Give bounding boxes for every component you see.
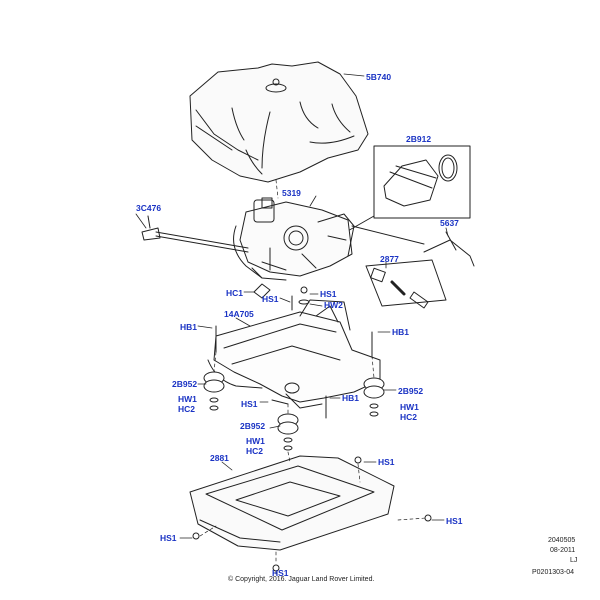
- label-washer-a[interactable]: HW2: [324, 300, 343, 310]
- label-screw-a[interactable]: HS1: [262, 294, 279, 304]
- label-clip[interactable]: HC1: [226, 288, 244, 298]
- label-screw-tray-rr[interactable]: HS1: [446, 516, 463, 526]
- label-bolt-right[interactable]: HB1: [392, 327, 410, 337]
- mount-left: [203, 371, 225, 411]
- diagram-date: 08-2011: [550, 547, 576, 554]
- label-screw-mid[interactable]: HS1: [241, 399, 258, 409]
- label-pump[interactable]: 5319: [282, 188, 301, 198]
- compressor-hose-inset: [345, 145, 471, 233]
- label-tray[interactable]: 2881: [210, 453, 229, 463]
- label-bolt-left[interactable]: HB1: [180, 322, 198, 332]
- label-screw-tray-l[interactable]: HS1: [160, 533, 177, 543]
- label-mount-right[interactable]: 2B952: [398, 386, 424, 396]
- bracket-assembly: [207, 299, 381, 409]
- label-screw-tray-r[interactable]: HS1: [378, 457, 395, 467]
- valve-inset: [365, 259, 447, 309]
- page-code: P0201303-04: [532, 569, 575, 576]
- label-bracket[interactable]: 14A705: [224, 309, 254, 319]
- label-clip-right[interactable]: HC2: [400, 412, 418, 422]
- model-code: LJ: [570, 557, 578, 564]
- mount-lower: [277, 413, 299, 451]
- cover-part: [189, 61, 369, 183]
- label-washer-left[interactable]: HW1: [178, 394, 197, 404]
- label-clip-left[interactable]: HC2: [178, 404, 196, 414]
- mount-right: [363, 377, 385, 417]
- label-fitting-left[interactable]: 3C476: [136, 203, 162, 213]
- label-washer-right[interactable]: HW1: [400, 402, 419, 412]
- label-bolt-mid[interactable]: HB1: [342, 393, 360, 403]
- reference-number: 2040505: [548, 537, 576, 544]
- label-mount-left[interactable]: 2B952: [172, 379, 198, 389]
- label-clip-lower[interactable]: HC2: [246, 446, 264, 456]
- label-cover[interactable]: 5B740: [366, 72, 392, 82]
- label-pin[interactable]: 5637: [440, 218, 459, 228]
- label-screw-b[interactable]: HS1: [320, 289, 337, 299]
- label-mount-lower[interactable]: 2B952: [240, 421, 266, 431]
- label-screw-tray-b[interactable]: HS1: [272, 568, 289, 578]
- label-valve[interactable]: 2877: [380, 254, 399, 264]
- copyright-text: © Copyright, 2016. Jaguar Land Rover Lim…: [228, 576, 375, 583]
- tray-part: [189, 455, 432, 572]
- label-compressor-hose[interactable]: 2B912: [406, 134, 432, 144]
- pump-assembly: [233, 197, 355, 281]
- label-washer-lower[interactable]: HW1: [246, 436, 265, 446]
